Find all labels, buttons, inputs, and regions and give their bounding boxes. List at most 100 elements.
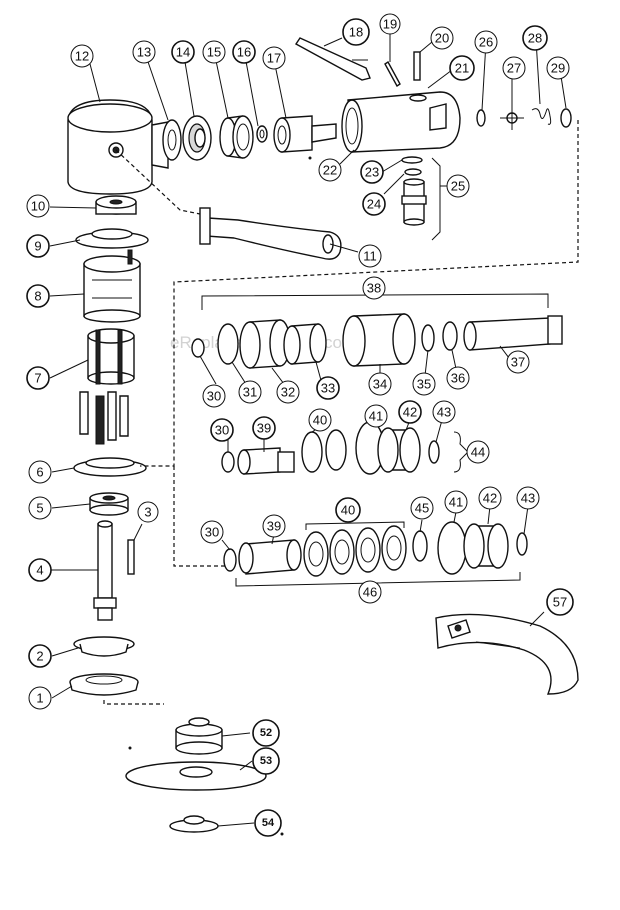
callout-3: 3: [144, 505, 151, 520]
part-22-handle-housing: [341, 91, 461, 153]
part-13-ring: [162, 119, 182, 161]
callout-21: 21: [455, 61, 469, 76]
callout-12: 12: [75, 49, 89, 64]
callout-29: 29: [551, 61, 565, 76]
callout-30b: 30: [215, 423, 229, 438]
callout-26: 26: [479, 35, 493, 50]
part-7-rotor: [87, 328, 135, 385]
callout-42a: 42: [403, 405, 417, 420]
callout-11: 11: [363, 249, 377, 264]
callout-14: 14: [176, 45, 190, 60]
callouts: 12 13 14 15 16 17 18 19 20 21 26 27 28 2…: [26, 13, 574, 837]
part-5-bearing: [89, 492, 129, 516]
callout-31: 31: [243, 385, 257, 400]
part-17-valve-body: [273, 115, 337, 153]
callout-16: 16: [237, 45, 251, 60]
part-28-spring: [531, 108, 552, 125]
callout-32: 32: [281, 385, 295, 400]
callout-33: 33: [321, 381, 335, 396]
callout-39a: 39: [257, 421, 271, 436]
callout-43a: 43: [437, 405, 451, 420]
callout-10: 10: [31, 199, 45, 214]
callout-18: 18: [349, 25, 363, 40]
callout-27: 27: [507, 61, 521, 76]
callout-4: 4: [36, 563, 43, 578]
part-14-bearing: [182, 115, 212, 161]
part-24-ring: [404, 168, 422, 176]
part-52-inner-flange: [175, 717, 223, 755]
callout-19: 19: [383, 17, 397, 32]
wheel-link-line: [103, 700, 164, 705]
assembly-route-line: [140, 120, 579, 467]
part-21-o-ring: [409, 94, 427, 102]
callout-7: 7: [34, 371, 41, 386]
callout-28: 28: [528, 31, 542, 46]
part-housing-head: [67, 99, 169, 195]
part-23-seal: [401, 156, 423, 164]
part-20-valve-stem: [413, 51, 421, 81]
part-3-key: [127, 539, 135, 575]
callout-39b: 39: [267, 519, 281, 534]
part-11-side-handle: [199, 207, 342, 260]
part-57-wheel-guard: [435, 613, 579, 695]
callout-2: 2: [36, 649, 43, 664]
callout-23: 23: [365, 165, 379, 180]
part-8-cylinder: [83, 249, 141, 323]
callout-20: 20: [435, 31, 449, 46]
part-38-motor-assembly: [191, 293, 563, 369]
callout-35: 35: [417, 377, 431, 392]
callout-45: 45: [415, 501, 429, 516]
part-4-spindle: [93, 520, 117, 621]
callout-41b: 41: [449, 495, 463, 510]
callout-30a: 30: [207, 389, 221, 404]
callout-42b: 42: [483, 491, 497, 506]
part-10-bearing: [95, 195, 137, 215]
callout-37: 37: [511, 355, 525, 370]
part-53-backing-disc: [125, 761, 267, 791]
callout-15: 15: [207, 45, 221, 60]
part-44-assembly: [221, 421, 469, 475]
assembly-route-line-2: [173, 466, 230, 567]
callout-34: 34: [373, 377, 387, 392]
stray-dot: [128, 746, 132, 750]
callout-5: 5: [36, 501, 43, 516]
callout-24: 24: [367, 197, 381, 212]
part-2-flange: [73, 636, 135, 657]
callout-57: 57: [553, 595, 567, 610]
callout-38: 38: [367, 281, 381, 296]
callout-46: 46: [363, 585, 377, 600]
part-19-pin: [384, 60, 401, 88]
part-18-throttle-lever: [294, 37, 371, 81]
callout-1: 1: [36, 691, 43, 706]
part-1-nut: [69, 673, 139, 696]
callout-40b: 40: [341, 503, 355, 518]
stray-dot-2: [280, 832, 284, 836]
part-54-lock-nut: [169, 815, 219, 833]
callout-22: 22: [323, 163, 337, 178]
callout-17: 17: [267, 51, 281, 66]
callout-9: 9: [34, 239, 41, 254]
part-16-washer: [256, 125, 268, 143]
part-26-washer: [476, 109, 486, 127]
part-46-assembly: [223, 521, 528, 587]
callout-43b: 43: [521, 491, 535, 506]
part-7-vanes: [79, 391, 129, 445]
callout-54: 54: [262, 817, 275, 829]
callout-36: 36: [451, 371, 465, 386]
callout-30c: 30: [205, 525, 219, 540]
part-25-valve-assembly: [401, 178, 427, 226]
handle-mount-line: [115, 149, 201, 215]
callout-53: 53: [260, 755, 272, 767]
part-6-end-plate: [73, 457, 147, 477]
part-9-end-plate: [75, 228, 149, 249]
part-27-regulator: [500, 106, 524, 130]
callout-6: 6: [36, 465, 43, 480]
part-15-bushing: [219, 115, 254, 159]
callout-40a: 40: [313, 413, 327, 428]
callout-8: 8: [34, 289, 41, 304]
callout-44: 44: [471, 445, 485, 460]
callout-25: 25: [451, 179, 465, 194]
callout-41a: 41: [369, 409, 383, 424]
stray-dot-3: [308, 156, 312, 160]
